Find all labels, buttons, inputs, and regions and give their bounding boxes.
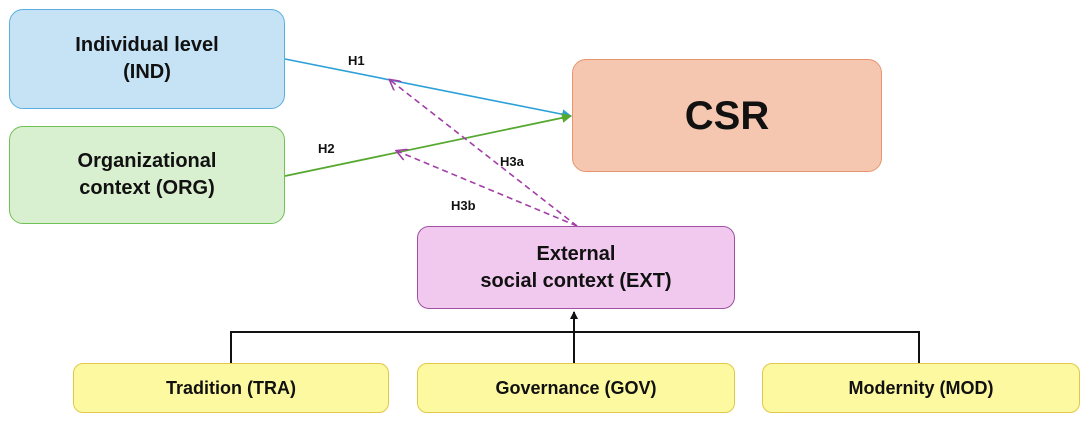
modernity-label: Modernity (MOD): [848, 377, 994, 398]
h3a-arrow: [390, 80, 578, 227]
governance-label: Governance (GOV): [495, 377, 657, 398]
h3b-label: H3b: [451, 198, 476, 213]
organizational-context-label: Organizational context (ORG): [77, 150, 217, 199]
organizational-context-box: Organizational context (ORG): [9, 126, 285, 224]
h1-label: H1: [348, 53, 365, 68]
tradition-box: Tradition (TRA): [73, 363, 389, 413]
individual-level-box: Individual level (IND): [9, 9, 285, 109]
h2-label: H2: [318, 141, 335, 156]
tradition-label: Tradition (TRA): [166, 377, 296, 398]
modernity-box: Modernity (MOD): [762, 363, 1080, 413]
h2-arrow: [284, 112, 572, 177]
csr-box: CSR: [572, 59, 882, 172]
individual-level-label: Individual level (IND): [75, 34, 219, 83]
h3a-label: H3a: [500, 154, 524, 169]
h1-arrow: [284, 58, 572, 120]
governance-box: Governance (GOV): [417, 363, 735, 413]
h3b-arrow: [397, 151, 578, 227]
external-social-context-box: External social context (EXT): [417, 226, 735, 309]
external-social-context-label: External social context (EXT): [480, 242, 672, 292]
subdimension-tree: [230, 311, 920, 363]
csr-label: CSR: [684, 93, 770, 138]
